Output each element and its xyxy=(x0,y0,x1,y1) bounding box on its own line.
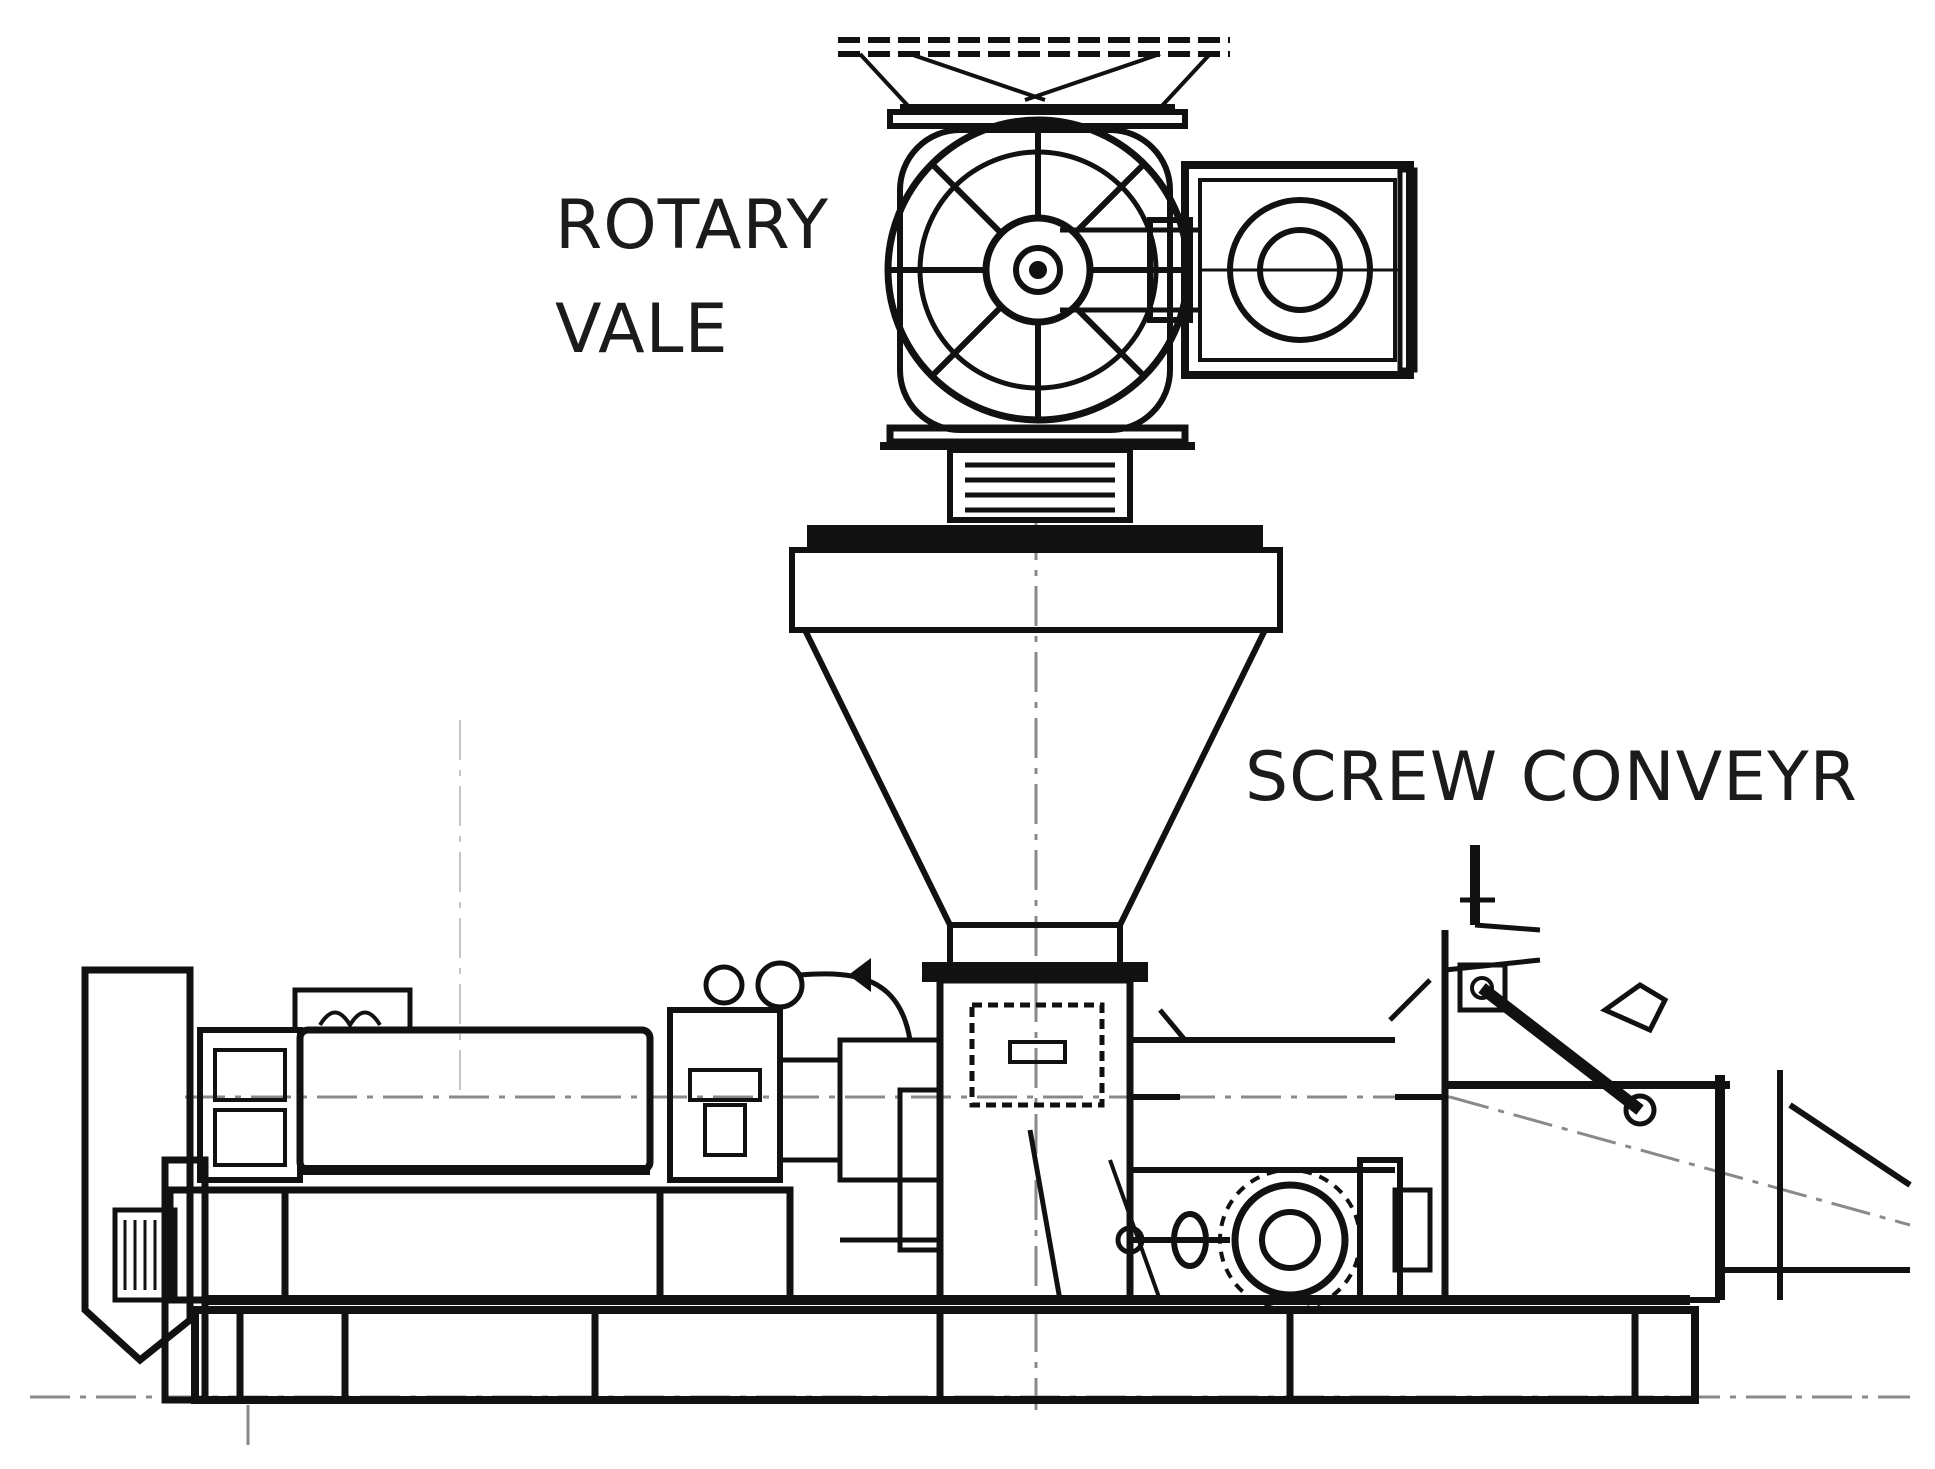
inlet-frame xyxy=(838,37,1230,129)
discharge-section xyxy=(1441,845,1912,1303)
hopper xyxy=(789,525,1283,982)
callouts: ROTARY VALE SCREW CONVEYR xyxy=(555,186,1858,817)
skid-base xyxy=(191,1306,1699,1404)
drive-sprocket xyxy=(1231,1181,1349,1299)
hopper-rim xyxy=(789,547,1283,633)
label-rotary-line1: ROTARY xyxy=(555,186,829,265)
screw-conveyor xyxy=(936,976,1445,1312)
label-rotary-line2: VALE xyxy=(555,290,729,369)
hopper-top-flange xyxy=(807,525,1263,553)
motor-base xyxy=(166,1186,794,1304)
drive-motor xyxy=(81,958,943,1365)
motor-body xyxy=(296,1026,654,1174)
label-screw-conveyor: SCREW CONVEYR xyxy=(1245,738,1858,817)
inspection-window xyxy=(969,1002,1105,1108)
base-frame xyxy=(161,1156,1699,1404)
rotary-valve xyxy=(838,37,1418,523)
inclined-centerline xyxy=(1449,1095,1911,1227)
valve-gearmotor xyxy=(1181,161,1418,379)
